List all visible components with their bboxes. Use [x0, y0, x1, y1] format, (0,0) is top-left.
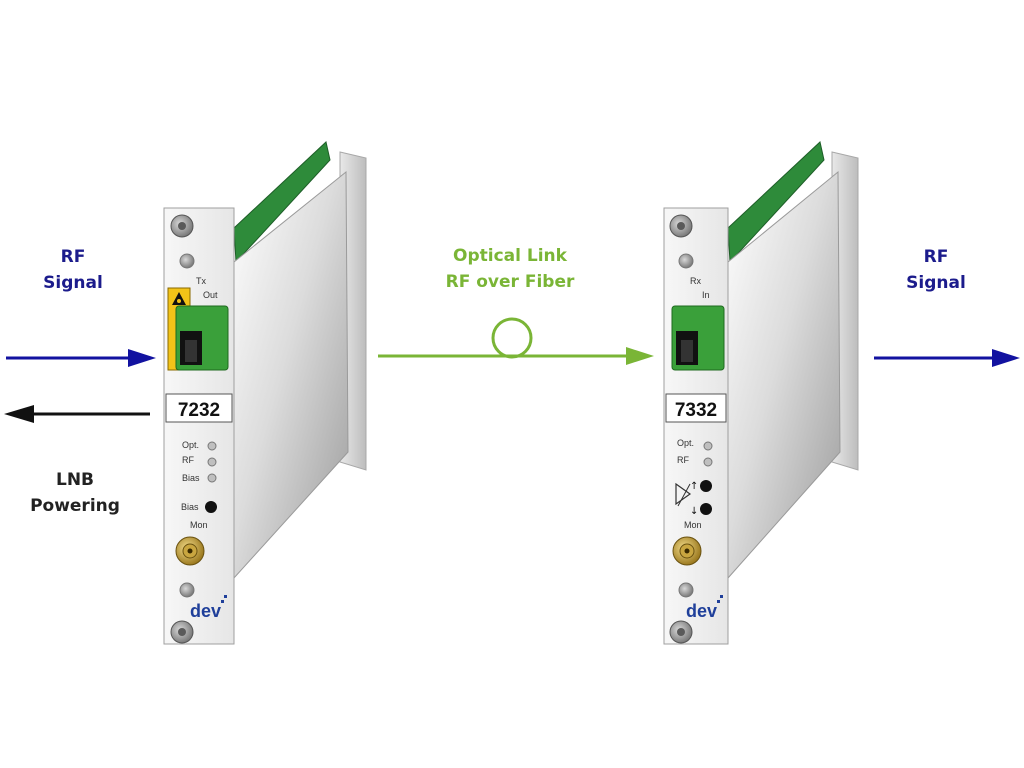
rx-gain-icon [675, 482, 692, 506]
tx-port-label: Out [203, 290, 218, 300]
rf-input-label-line1: RF [60, 247, 86, 267]
tx-led-label-opt: Opt. [182, 440, 199, 450]
optical-link-label: Optical Link RF over Fiber [430, 243, 590, 295]
rx-model-number: 7332 [675, 400, 717, 421]
rx-led-label-opt: Opt. [677, 438, 694, 448]
tx-screw-3 [179, 582, 195, 598]
rx-led-rf [703, 457, 713, 467]
rf-output-arrow-head [992, 349, 1020, 367]
rx-gain-up-icon: ↑ [690, 481, 698, 492]
rx-model-plate [665, 393, 727, 423]
tx-led-label-bias: Bias [182, 473, 200, 483]
rx-gain-down-icon: ↓ [690, 506, 698, 517]
lnb-arrow-head [4, 405, 34, 423]
tx-screw-bottom-inner [178, 628, 186, 636]
rf-input-arrow-head [128, 349, 156, 367]
lnb-powering-label-line2: Powering [30, 496, 120, 516]
laser-warning-icon [172, 292, 186, 305]
tx-brand-logo: dev [190, 601, 221, 621]
rx-led-opt [703, 441, 713, 451]
tx-bias-button-label: Bias [181, 502, 199, 512]
rx-gain-up-button[interactable] [700, 480, 712, 492]
tx-screw-top-inner [178, 222, 186, 230]
rf-output-label-line2: Signal [906, 273, 966, 293]
tx-bias-button[interactable] [205, 501, 217, 513]
rx-brand-logo: dev [686, 601, 717, 621]
rx-mon-label: Mon [684, 520, 702, 530]
rx-gain-down-button[interactable] [700, 503, 712, 515]
optical-link-arrow-head [626, 347, 654, 365]
rf-input-label: RF Signal [33, 244, 113, 296]
rx-front-panel [663, 207, 729, 645]
rx-port-label: In [702, 290, 710, 300]
tx-model-number: 7232 [178, 400, 220, 421]
rx-screw-2 [678, 253, 694, 269]
optical-link-label-line2: RF over Fiber [445, 272, 575, 292]
rx-pcb-edge [727, 141, 825, 264]
rx-port-title: Rx [690, 276, 701, 286]
tx-mon-label: Mon [190, 520, 208, 530]
tx-module-7232: Tx Out 7232 Opt. RF Bias Bias Mon dev [163, 141, 367, 645]
rx-module-7332: Rx In 7332 Opt. RF ↑ ↓ Mon dev [663, 141, 859, 645]
tx-front-panel [163, 207, 235, 645]
rx-led-label-rf: RF [677, 455, 689, 465]
optical-link-label-line1: Optical Link [453, 246, 567, 266]
lnb-powering-label: LNB Powering [25, 467, 125, 519]
rf-output-label-line1: RF [923, 247, 949, 267]
tx-led-opt [207, 441, 217, 451]
tx-led-bias [207, 473, 217, 483]
tx-model-plate [165, 393, 233, 423]
rf-input-label-line2: Signal [43, 273, 103, 293]
tx-screw-2 [179, 253, 195, 269]
lnb-powering-label-line1: LNB [55, 470, 95, 490]
tx-port-title: Tx [196, 276, 206, 286]
rf-output-label: RF Signal [896, 244, 976, 296]
fiber-loop [491, 317, 533, 359]
tx-pcb-edge [233, 141, 331, 264]
tx-led-rf [207, 457, 217, 467]
rx-screw-3 [678, 582, 694, 598]
tx-led-label-rf: RF [182, 455, 194, 465]
